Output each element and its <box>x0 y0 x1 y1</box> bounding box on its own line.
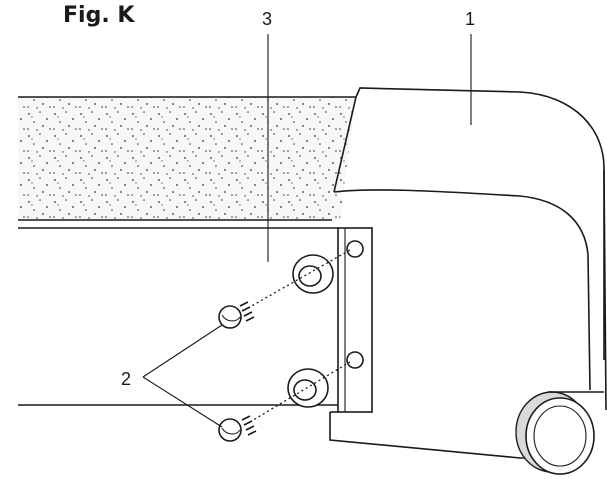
callout-2-screws: 2 <box>121 369 131 389</box>
callout-1-housing: 1 <box>465 9 475 29</box>
washer-upper <box>293 255 333 293</box>
roller-wheel <box>516 392 604 474</box>
screw-lower <box>219 416 256 441</box>
washer-lower <box>288 369 328 407</box>
callout-3-plate: 3 <box>262 9 272 29</box>
abrasive-belt <box>18 97 356 220</box>
screw-upper <box>219 302 254 328</box>
figure-title: Fig. K <box>63 3 135 28</box>
mounting-plate <box>338 228 372 412</box>
